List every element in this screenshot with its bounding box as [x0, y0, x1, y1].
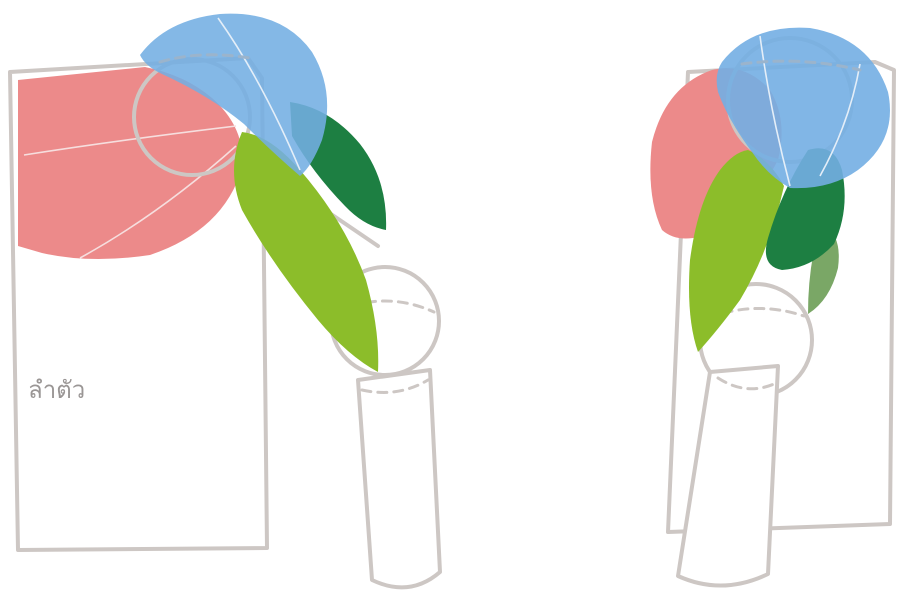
left-figure: ลำตัว: [10, 14, 440, 588]
torso-label: ลำตัว: [28, 376, 85, 404]
left-forearm: [358, 370, 440, 587]
right-figure: [650, 28, 894, 586]
